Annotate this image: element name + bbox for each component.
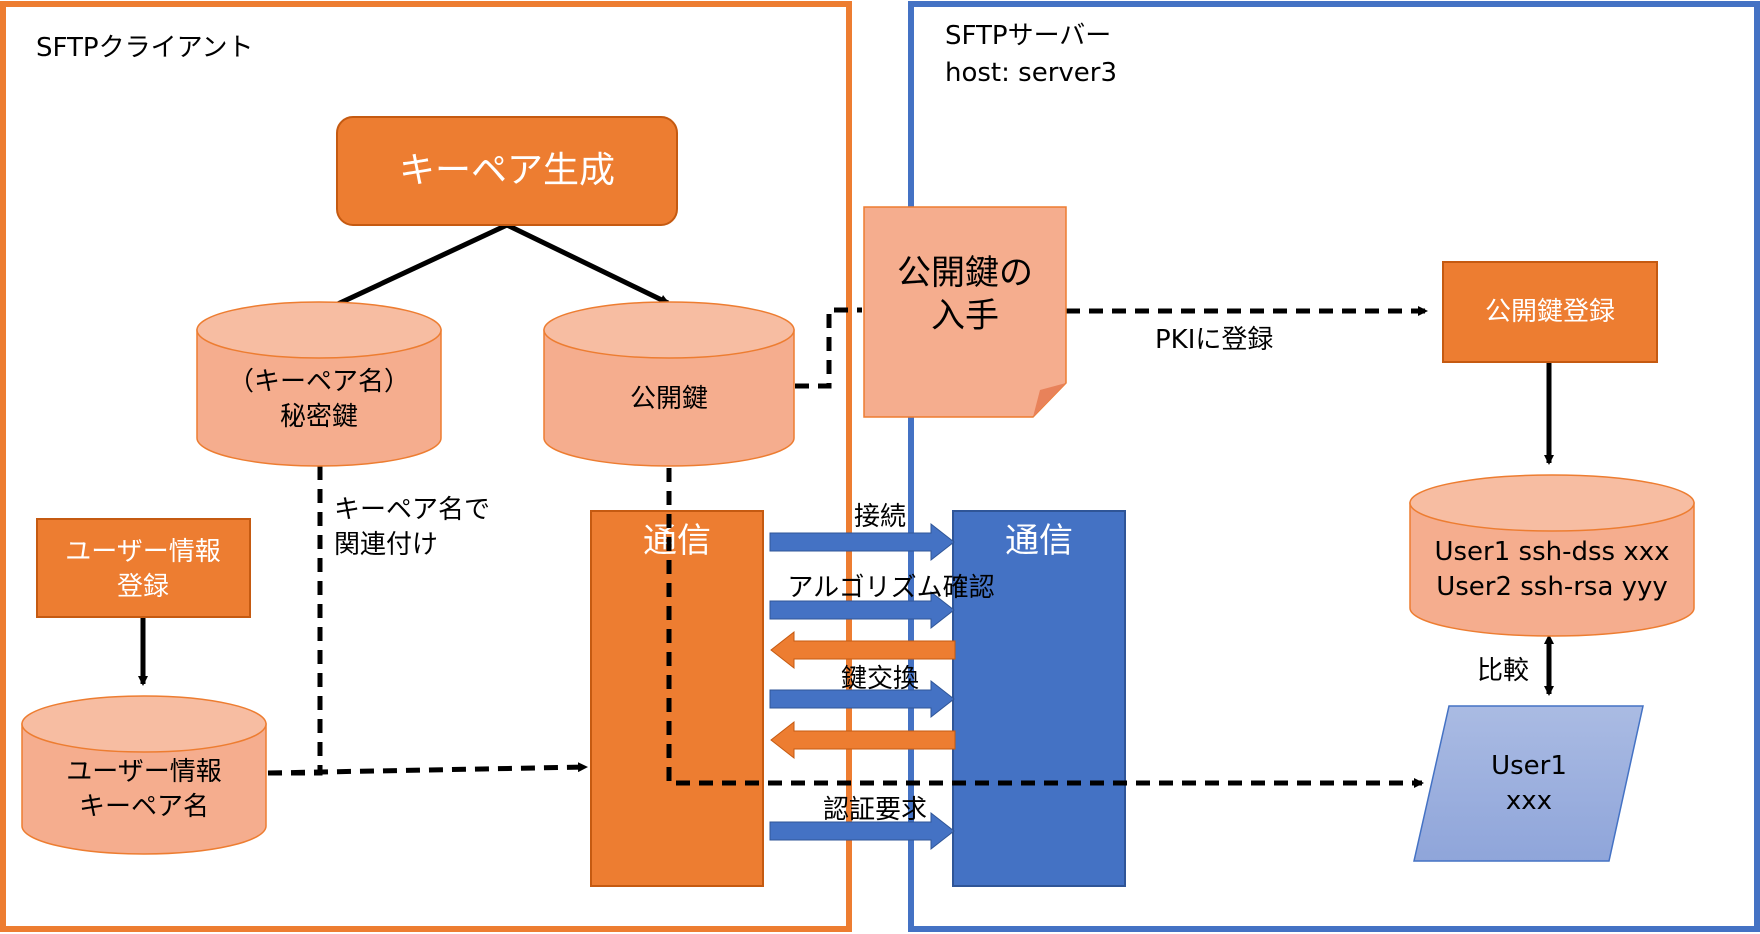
arrow-keygen-to-public-key [505, 222, 670, 306]
arrow-algo-confirm [769, 590, 955, 630]
key-db-line1: User1 ssh-dss xxx [1434, 537, 1669, 567]
dashed-pubkey-to-obtain [795, 307, 862, 389]
dashed-user-db-to-comm [267, 762, 588, 776]
label-key-exchange: 鍵交換 [841, 664, 919, 694]
server-host: host: server3 [945, 58, 1117, 88]
obtain-pubkey-note: 公開鍵の 入手 [863, 206, 1067, 418]
arrow-algo-reply [770, 630, 956, 670]
user-input-line2: xxx [1506, 786, 1552, 816]
obtain-pubkey-line1: 公開鍵の [897, 253, 1033, 293]
arrow-connect [769, 522, 955, 562]
server-title: SFTPサーバー [945, 21, 1111, 51]
pubkey-reg-label: 公開鍵登録 [1485, 297, 1615, 327]
private-key-line2: 秘密鍵 [280, 402, 358, 432]
arrow-key-exchange [769, 679, 955, 719]
label-connect: 接続 [854, 502, 906, 532]
client-title: SFTPクライアント [36, 33, 254, 63]
user-info-reg-box [36, 518, 251, 618]
keygen-label: キーペア生成 [399, 150, 615, 191]
user-info-db-cylinder: ユーザー情報 キーペア名 [21, 695, 267, 855]
label-algo-confirm: アルゴリズム確認 [787, 573, 994, 603]
private-key-cylinder: （キーペア名） 秘密鍵 [196, 301, 442, 467]
user-info-db-line1: ユーザー情報 [66, 757, 221, 787]
server-comm-label: 通信 [1005, 521, 1073, 561]
dashed-pubkey-to-user-input [666, 468, 1424, 788]
keygen-box [336, 116, 678, 226]
arrow-keygen-to-private-key [325, 222, 509, 312]
obtain-pubkey-line2: 入手 [931, 296, 999, 336]
client-comm-label: 通信 [643, 521, 711, 561]
label-link-by-name-2: 関連付け [334, 530, 438, 560]
client-comm-box [590, 510, 764, 887]
label-pki-register: PKIに登録 [1155, 325, 1273, 355]
user-info-db-line2: キーペア名 [79, 792, 209, 822]
key-db-cylinder: User1 ssh-dss xxx User2 ssh-rsa yyy [1409, 474, 1695, 637]
key-db-line2: User2 ssh-rsa yyy [1436, 572, 1668, 602]
user-info-reg-line1: ユーザー情報 [65, 537, 220, 567]
public-key-label: 公開鍵 [630, 384, 708, 414]
server-comm-box [952, 510, 1126, 887]
user-input-line1: User1 [1491, 751, 1567, 781]
label-auth-request: 認証要求 [823, 795, 927, 825]
label-link-by-name-1: キーペア名で [334, 495, 490, 525]
pubkey-reg-box [1442, 261, 1658, 363]
arrow-key-exchange-reply [770, 720, 956, 760]
public-key-cylinder: 公開鍵 [543, 301, 795, 467]
user-input-parallelogram: User1 xxx [1413, 705, 1644, 862]
label-compare: 比較 [1477, 656, 1529, 686]
arrow-auth-request [769, 811, 955, 851]
private-key-line1: （キーペア名） [228, 367, 410, 397]
user-info-reg-line2: 登録 [117, 572, 169, 602]
